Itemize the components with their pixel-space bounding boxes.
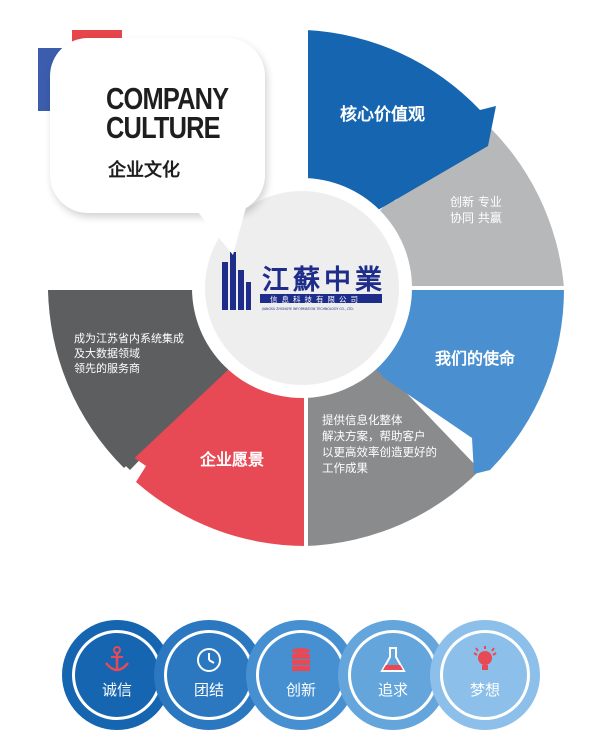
value-disc — [72, 630, 162, 720]
value-item-integrity: 诚信 — [62, 620, 172, 730]
mission-title: 我们的使命 — [435, 349, 516, 368]
value-disc — [164, 630, 254, 720]
flask-icon — [380, 647, 406, 672]
vision-line2: 及大数据领域 — [74, 346, 140, 360]
value-label: 追求 — [377, 681, 408, 699]
logo-english: JIANGSU ZHONGYE INFORMATION TECHNOLOGY C… — [261, 307, 354, 311]
value-disc — [256, 630, 346, 720]
mission-line4: 工作成果 — [322, 461, 368, 475]
value-label: 团结 — [193, 681, 224, 699]
core-values-title: 核心价值观 — [340, 104, 425, 125]
mission-line1: 提供信息化整体 — [322, 413, 403, 427]
core-values-line1: 创新 专业 — [450, 194, 502, 209]
company-logo: 江蘇中業 信息科技有限公司 JIANGSU ZHONGYE INFORMATIO… — [222, 252, 386, 311]
card-title: COMPANY CULTURE — [106, 81, 229, 145]
mission-line2: 解决方案，帮助客户 — [322, 429, 426, 443]
logo-name: 江蘇中業 — [262, 265, 386, 296]
card-title-line2: CULTURE — [106, 110, 221, 145]
value-item-unity: 团结 — [154, 620, 264, 730]
value-disc — [348, 630, 438, 720]
database-icon — [292, 648, 310, 671]
value-label: 创新 — [285, 681, 316, 699]
value-disc — [440, 630, 530, 720]
core-values-line2: 协同 共赢 — [450, 210, 502, 225]
center-circle — [205, 191, 399, 385]
vision-title: 企业愿景 — [199, 450, 264, 469]
card-subtitle: 企业文化 — [108, 160, 180, 181]
value-item-pursuit: 追求 — [338, 620, 448, 730]
culture-card — [50, 38, 265, 213]
logo-tagline: 信息科技有限公司 — [270, 294, 362, 304]
clock-icon — [197, 648, 221, 672]
culture-wheel: 江蘇中業 信息科技有限公司 JIANGSU ZHONGYE INFORMATIO… — [48, 30, 565, 546]
value-item-dream: 梦想 — [430, 620, 540, 730]
lightbulb-icon — [473, 646, 497, 670]
vision-line1: 成为江苏省内系统集成 — [74, 331, 184, 345]
card-title-line1: COMPANY — [106, 81, 229, 116]
card-tail — [188, 200, 248, 255]
value-label: 梦想 — [469, 681, 500, 699]
mission-line3: 以更高效率创造更好的 — [322, 445, 437, 459]
vision-line3: 领先的服务商 — [74, 361, 140, 375]
anchor-icon — [105, 646, 129, 672]
value-label: 诚信 — [101, 681, 132, 699]
